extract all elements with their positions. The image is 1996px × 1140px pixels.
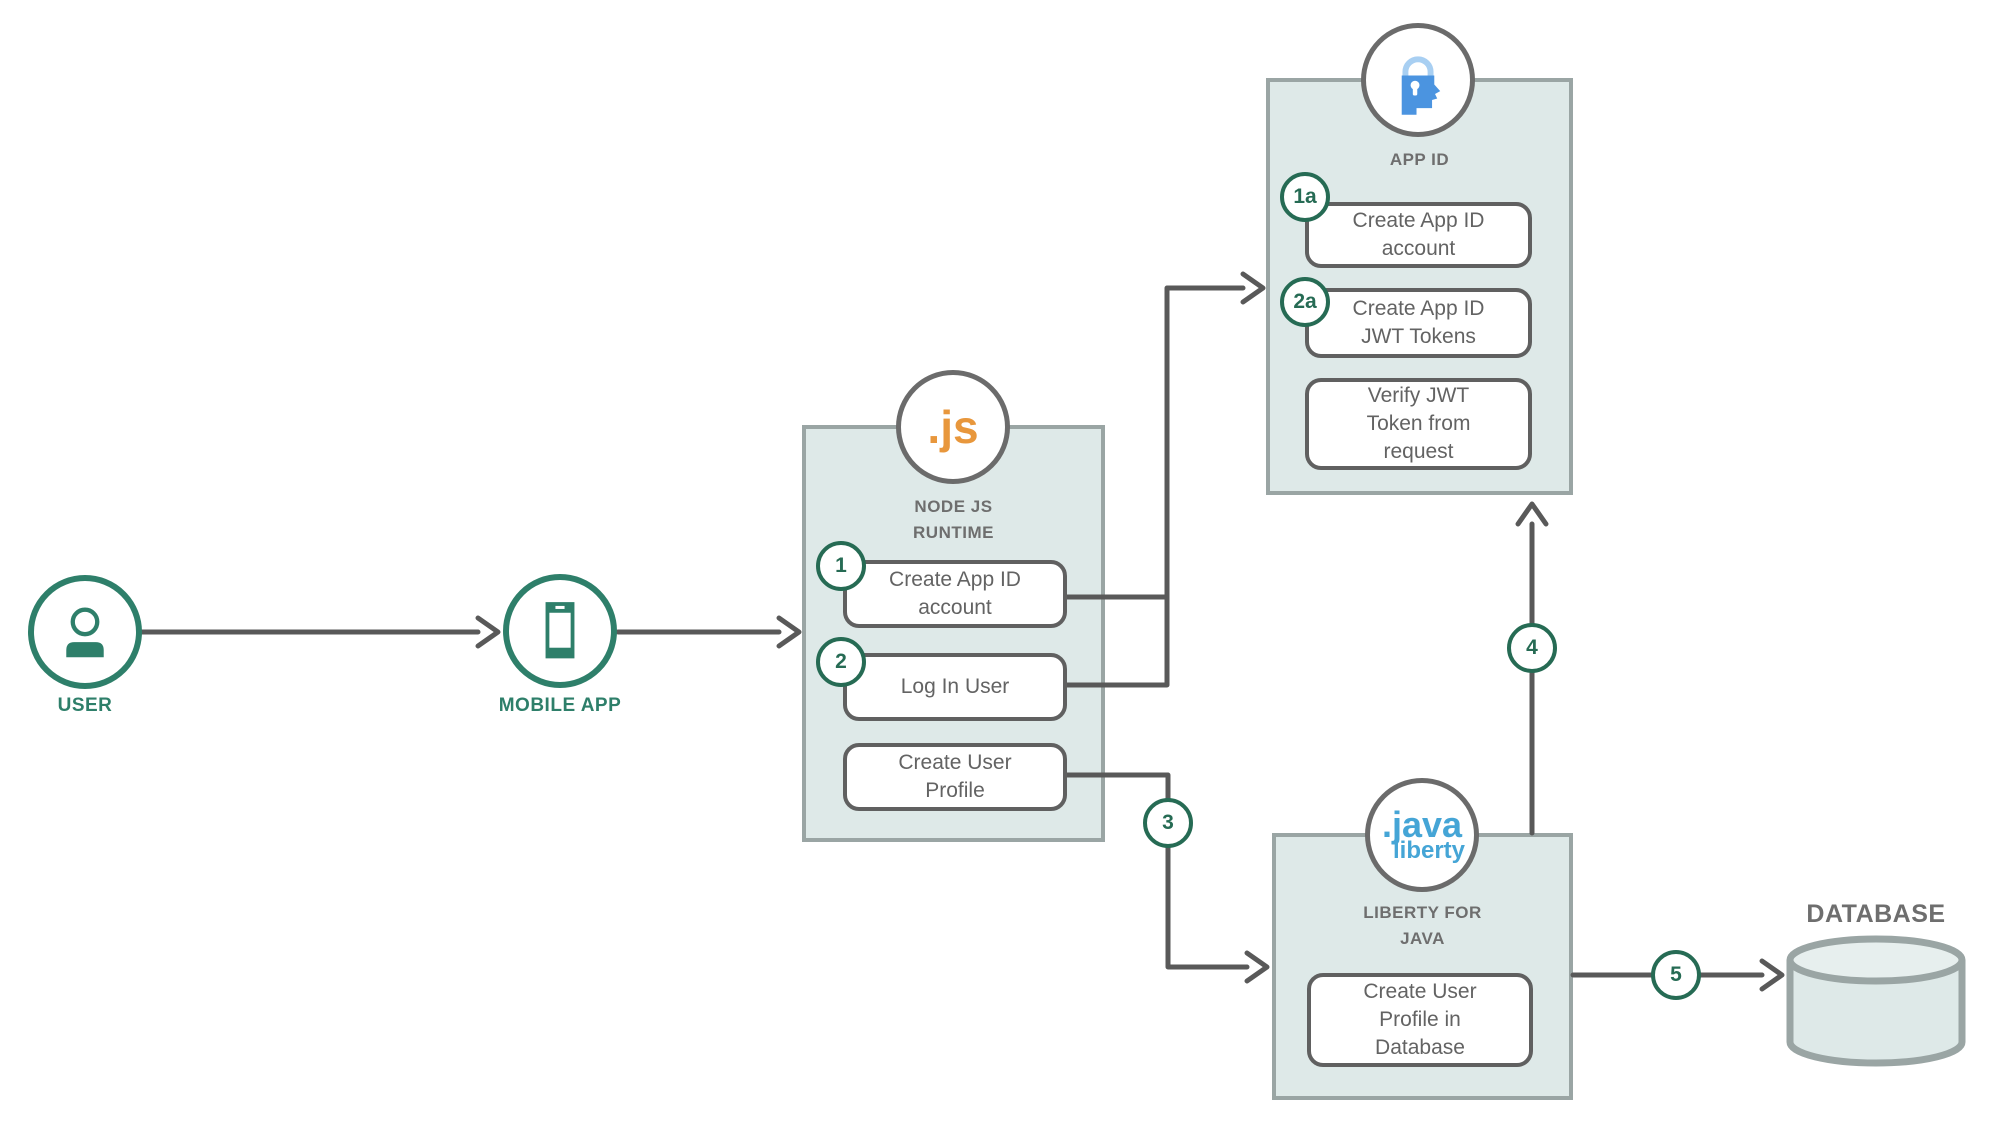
liberty-label: LIBERTY FOR JAVA [1363,903,1482,949]
appid-lock-icon [1401,56,1441,115]
java-liberty-icon-circle: .java liberty [1365,778,1479,892]
java-liberty-logo-top: .java [1381,804,1463,845]
database-cylinder [1784,932,1968,1077]
user-icon [66,607,104,658]
arrow-login-to-appid [1064,271,1266,688]
java-liberty-icon: .java liberty [1379,807,1465,863]
appid-icon-circle [1361,23,1475,137]
nodejs-runtime-label: NODE JS RUNTIME [913,497,994,543]
step-badge-1a: 1a [1280,172,1330,222]
database-cylinder-icon [1786,935,1966,1067]
java-liberty-logo-bottom: liberty [1392,837,1466,864]
appid-label: APP ID [1389,150,1450,169]
mobile-phone-icon [545,602,575,659]
mobile-app-label: MOBILE APP [498,695,622,716]
arrow-user-to-mobile [139,615,501,649]
user-label: USER [57,695,113,716]
step-box-appid-verify-jwt: Verify JWT Token from request [1305,378,1532,470]
step-badge-5: 5 [1651,950,1701,1000]
step-box-login-user: Log In User [843,653,1067,721]
mobile-app-icon-circle [503,574,617,688]
arrow-liberty-to-appid [1515,501,1549,836]
step-box-create-user-profile: Create User Profile [843,743,1067,811]
step-badge-4: 4 [1507,623,1557,673]
database-label: DATABASE [1806,900,1946,928]
step-box-create-profile-in-database: Create User Profile in Database [1307,973,1533,1067]
user-icon-circle [28,575,142,689]
step-box-appid-jwt-tokens: Create App ID JWT Tokens [1305,288,1532,358]
arrow-create-profile-to-liberty [1064,772,1270,984]
nodejs-icon-circle: .js [896,370,1010,484]
step-badge-1: 1 [816,541,866,591]
nodejs-icon: .js [927,401,979,453]
step-badge-2a: 2a [1280,277,1330,327]
step-badge-3: 3 [1143,798,1193,848]
step-box-create-appid-account: Create App ID account [843,560,1067,628]
step-box-appid-create-account: Create App ID account [1305,202,1532,268]
step-badge-2: 2 [816,637,866,687]
arrow-mobile-to-nodejs [615,615,802,649]
